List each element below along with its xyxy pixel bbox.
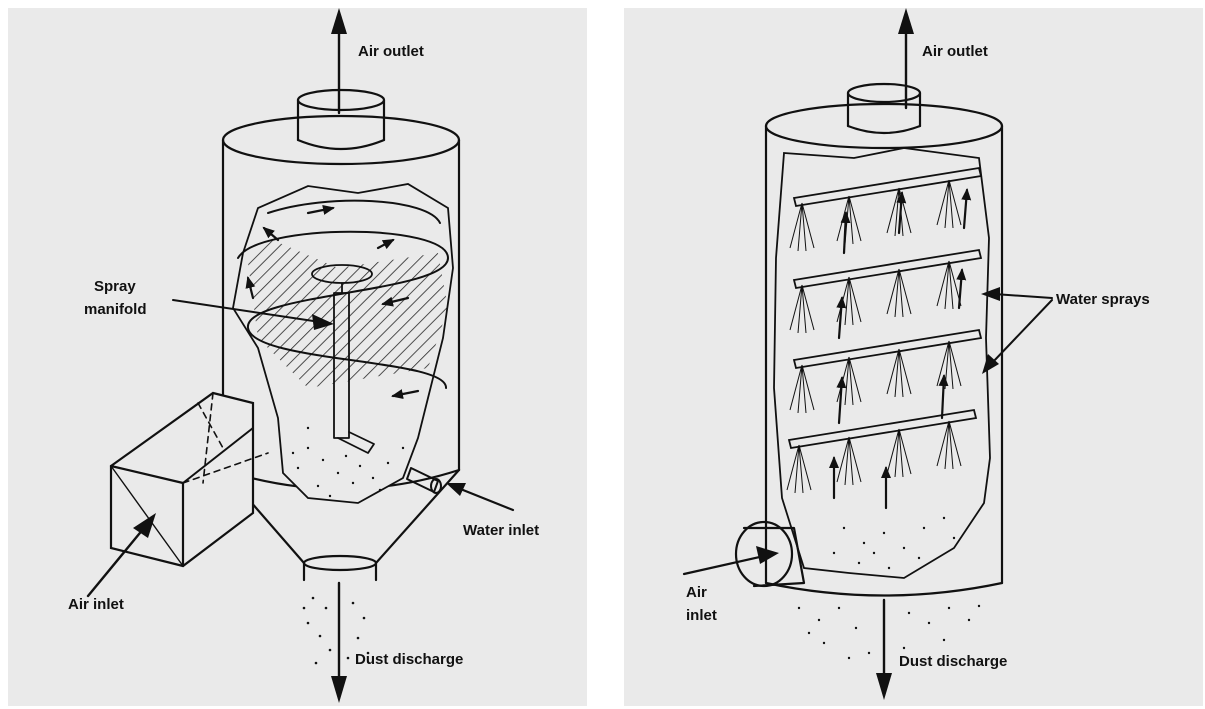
dust-discharge-arrow <box>303 583 370 703</box>
air-outlet-arrow <box>898 8 914 108</box>
air-outlet-label: Air outlet <box>358 43 424 60</box>
air-inlet-arrow <box>684 546 779 574</box>
cutaway-interior <box>233 184 453 503</box>
inlet-label: inlet <box>686 607 717 624</box>
air-outlet-arrow <box>331 8 347 113</box>
air-outlet-pipe <box>848 84 920 133</box>
air-inlet-label: Air inlet <box>68 596 124 613</box>
water-sprays-pointers <box>981 287 1052 374</box>
spray-tower-diagram: Air outlet <box>624 8 1203 706</box>
manifold-label: manifold <box>84 301 147 318</box>
dust-discharge-arrow <box>798 600 980 700</box>
cyclonic-scrubber-diagram: Air outlet <box>8 8 587 706</box>
cyclonic-scrubber-panel: Air outlet <box>8 8 587 706</box>
air-label: Air <box>686 584 707 601</box>
dust-discharge-label: Dust discharge <box>355 651 463 668</box>
water-inlet-pipe <box>407 468 513 510</box>
water-sprays-label: Water sprays <box>1056 291 1150 308</box>
air-outlet-pipe <box>298 90 384 149</box>
spray-tower-panel: Air outlet <box>624 8 1203 706</box>
water-inlet-label: Water inlet <box>463 522 539 539</box>
spray-label: Spray <box>94 278 136 295</box>
dust-discharge-label: Dust discharge <box>899 653 1007 670</box>
air-outlet-label: Air outlet <box>922 43 988 60</box>
